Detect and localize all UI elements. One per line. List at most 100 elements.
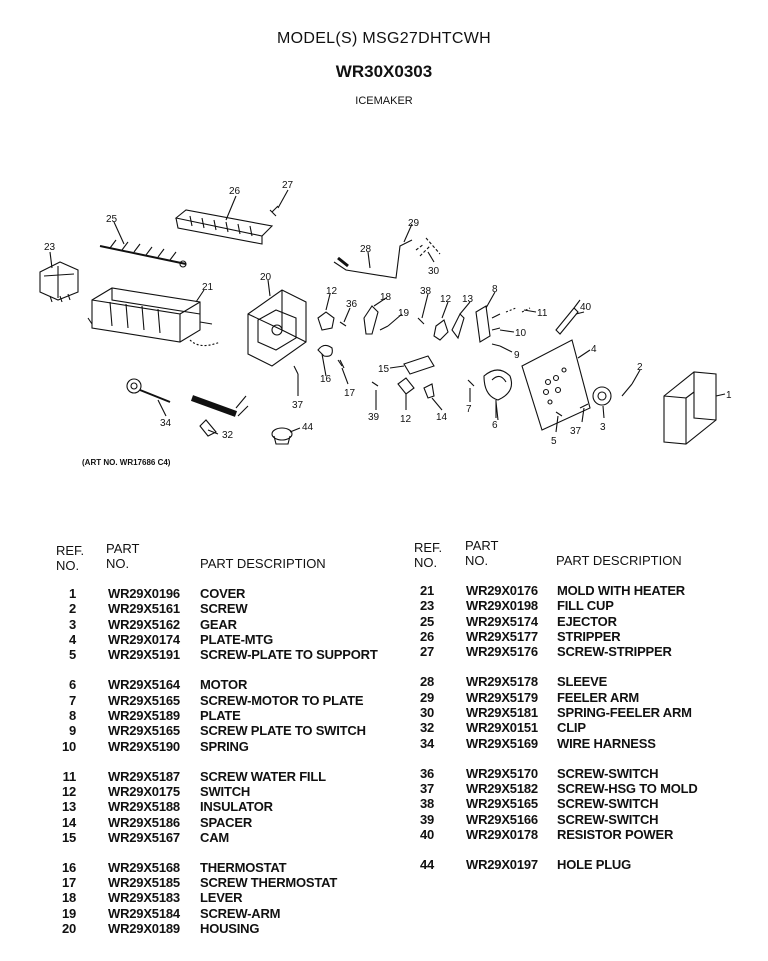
part-description: LEVER (200, 890, 243, 906)
callout-32: 32 (222, 430, 234, 441)
part-header-line1: PART (465, 538, 499, 553)
part-ref-no: 9 (68, 723, 76, 739)
part-ref-no: 16 (61, 859, 76, 875)
desc-header-right: PART DESCRIPTION (556, 553, 682, 568)
part-number: WR29X5166 (466, 811, 538, 827)
part-description: THERMOSTAT (200, 859, 287, 875)
part-number: WR29X0197 (466, 856, 538, 872)
part-description: SCREW-SWITCH (557, 811, 659, 827)
part-description: HOUSING (200, 921, 260, 937)
part-description: SCREW-STRIPPER (557, 644, 672, 660)
callout-10: 10 (515, 328, 527, 339)
part-number: WR29X5179 (466, 689, 538, 705)
assembly-part-number: WR30X0303 (335, 62, 433, 81)
callout-6: 6 (492, 420, 498, 431)
part-number: WR29X5191 (108, 647, 180, 663)
callout-1: 1 (726, 390, 732, 401)
part-description: MOLD WITH HEATER (557, 583, 685, 598)
part-ref-no: 39 (419, 811, 434, 827)
part-ref-no: 19 (61, 905, 76, 921)
part-description: STRIPPER (557, 629, 621, 645)
part-description: SLEEVE (557, 674, 608, 690)
callout-12c: 12 (400, 414, 412, 425)
callout-14: 14 (436, 412, 448, 423)
part-header-line2: NO. (465, 553, 489, 568)
part-ref-no: 32 (419, 720, 434, 736)
part-number: WR29X5168 (108, 859, 180, 875)
stripper-screw-drawing (269, 205, 279, 217)
callout-39: 39 (368, 412, 380, 423)
part-description: SCREW-HSG TO MOLD (557, 780, 698, 796)
callout-19: 19 (398, 308, 410, 319)
part-ref-no: 12 (61, 783, 76, 799)
part-number: WR29X5162 (108, 616, 180, 632)
part-ref-no: 7 (68, 692, 76, 708)
plate-switch-drawings (417, 305, 531, 347)
callout-numbers: 1 2 3 4 5 6 7 8 9 10 11 12 12 12 13 14 1… (44, 180, 732, 447)
part-ref-no: 34 (419, 735, 434, 751)
part-number: WR29X0198 (466, 598, 538, 614)
part-number: WR29X5190 (108, 738, 180, 754)
part-description: SPRING (200, 738, 249, 754)
part-description: INSULATOR (200, 799, 273, 815)
part-number: WR29X5185 (108, 875, 180, 891)
gear-screw-drawings (555, 383, 633, 417)
hole-plug-drawing (271, 427, 293, 445)
part-ref-no: 18 (61, 890, 76, 906)
callout-leaders (49, 189, 726, 435)
clip-drawing (199, 419, 217, 437)
callout-27: 27 (282, 180, 294, 191)
callout-12a: 12 (326, 286, 338, 297)
callout-11: 11 (537, 308, 548, 319)
part-ref-no: 30 (419, 704, 434, 720)
callout-18: 18 (380, 292, 392, 303)
callout-37b: 37 (570, 426, 582, 437)
part-ref-no: 4 (68, 632, 76, 648)
part-description: RESISTOR POWER (557, 826, 674, 842)
part-number: WR29X5165 (466, 796, 538, 812)
part-number: WR29X0196 (108, 586, 180, 601)
part-ref-no: 6 (68, 677, 76, 693)
part-number: WR29X0178 (466, 826, 538, 842)
callout-28: 28 (360, 244, 372, 255)
part-ref-no: 13 (61, 799, 76, 815)
part-header-line2: NO. (106, 556, 130, 571)
part-description: SCREW THERMOSTAT (200, 875, 338, 891)
callout-29: 29 (408, 218, 420, 229)
part-description: WIRE HARNESS (557, 735, 656, 751)
callout-9: 9 (514, 350, 520, 361)
callout-20: 20 (260, 272, 272, 283)
part-description: CLIP (557, 720, 586, 736)
part-number: WR29X5176 (466, 644, 538, 660)
feeler-arm-drawing (333, 237, 441, 279)
ref-header-line1: REF. (414, 540, 443, 555)
part-ref-no: 14 (61, 814, 76, 830)
part-ref-no: 36 (419, 765, 434, 781)
part-number: WR29X0151 (466, 720, 538, 736)
part-description: SPACER (200, 814, 253, 830)
callout-15: 15 (378, 364, 390, 375)
cam-switch-drawings (371, 355, 435, 399)
callout-25: 25 (106, 214, 118, 225)
part-ref-no: 8 (68, 707, 76, 723)
callout-7: 7 (466, 404, 472, 415)
part-ref-no: 25 (419, 613, 434, 629)
part-ref-no: 1 (68, 586, 76, 601)
part-number: WR29X5178 (466, 674, 538, 690)
part-ref-no: 10 (61, 738, 76, 754)
part-drawings (39, 205, 717, 445)
callout-34: 34 (160, 418, 172, 429)
ejector-drawing (99, 239, 187, 268)
part-ref-no: 40 (419, 826, 434, 842)
model-title: MODEL(S) MSG27DHTCWH (276, 30, 491, 47)
part-ref-no: 2 (68, 601, 76, 617)
callout-17: 17 (344, 388, 356, 399)
part-number: WR29X5182 (466, 780, 538, 796)
callout-5: 5 (551, 436, 557, 447)
ref-header-left: REF. NO. (56, 543, 84, 573)
part-description: SCREW (200, 601, 248, 617)
desc-header-left: PART DESCRIPTION (200, 556, 326, 571)
callout-30: 30 (428, 266, 440, 277)
part-description: SCREW WATER FILL (200, 768, 326, 784)
part-ref-no: 21 (419, 583, 434, 598)
